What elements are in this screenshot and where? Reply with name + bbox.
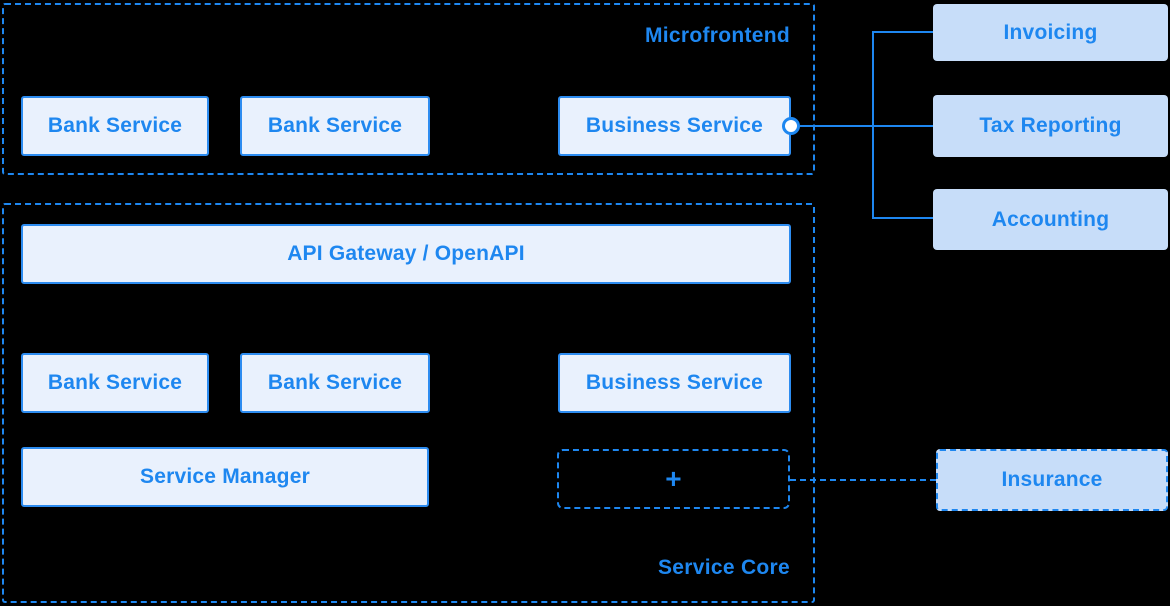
microfrontend-group-label: Microfrontend: [644, 24, 790, 47]
node-service-manager: Service Manager: [21, 447, 429, 507]
node-bank-service: Bank Service: [21, 96, 209, 156]
add-module-placeholder: +: [557, 449, 790, 509]
node-business-service: Business Service: [558, 353, 791, 413]
connector-line-dashed-to-insurance: [790, 479, 936, 481]
module-accounting: Accounting: [933, 189, 1168, 250]
microfrontend-group: Microfrontend: [2, 3, 815, 175]
service-core-group: Service Core: [2, 203, 815, 603]
module-insurance: Insurance: [936, 449, 1168, 511]
node-bank-service: Bank Service: [240, 353, 430, 413]
connector-line-vertical-branch: [872, 31, 874, 219]
connector-line-business-to-modules: [800, 125, 933, 127]
module-invoicing: Invoicing: [933, 4, 1168, 61]
connector-port-circle: [782, 117, 800, 135]
node-bank-service: Bank Service: [240, 96, 430, 156]
service-core-group-label: Service Core: [657, 556, 790, 579]
node-bank-service: Bank Service: [21, 353, 209, 413]
node-business-service: Business Service: [558, 96, 791, 156]
connector-line-to-invoicing: [872, 31, 933, 33]
module-tax-reporting: Tax Reporting: [933, 95, 1168, 157]
node-api-gateway: API Gateway / OpenAPI: [21, 224, 791, 284]
connector-line-to-accounting: [872, 217, 933, 219]
